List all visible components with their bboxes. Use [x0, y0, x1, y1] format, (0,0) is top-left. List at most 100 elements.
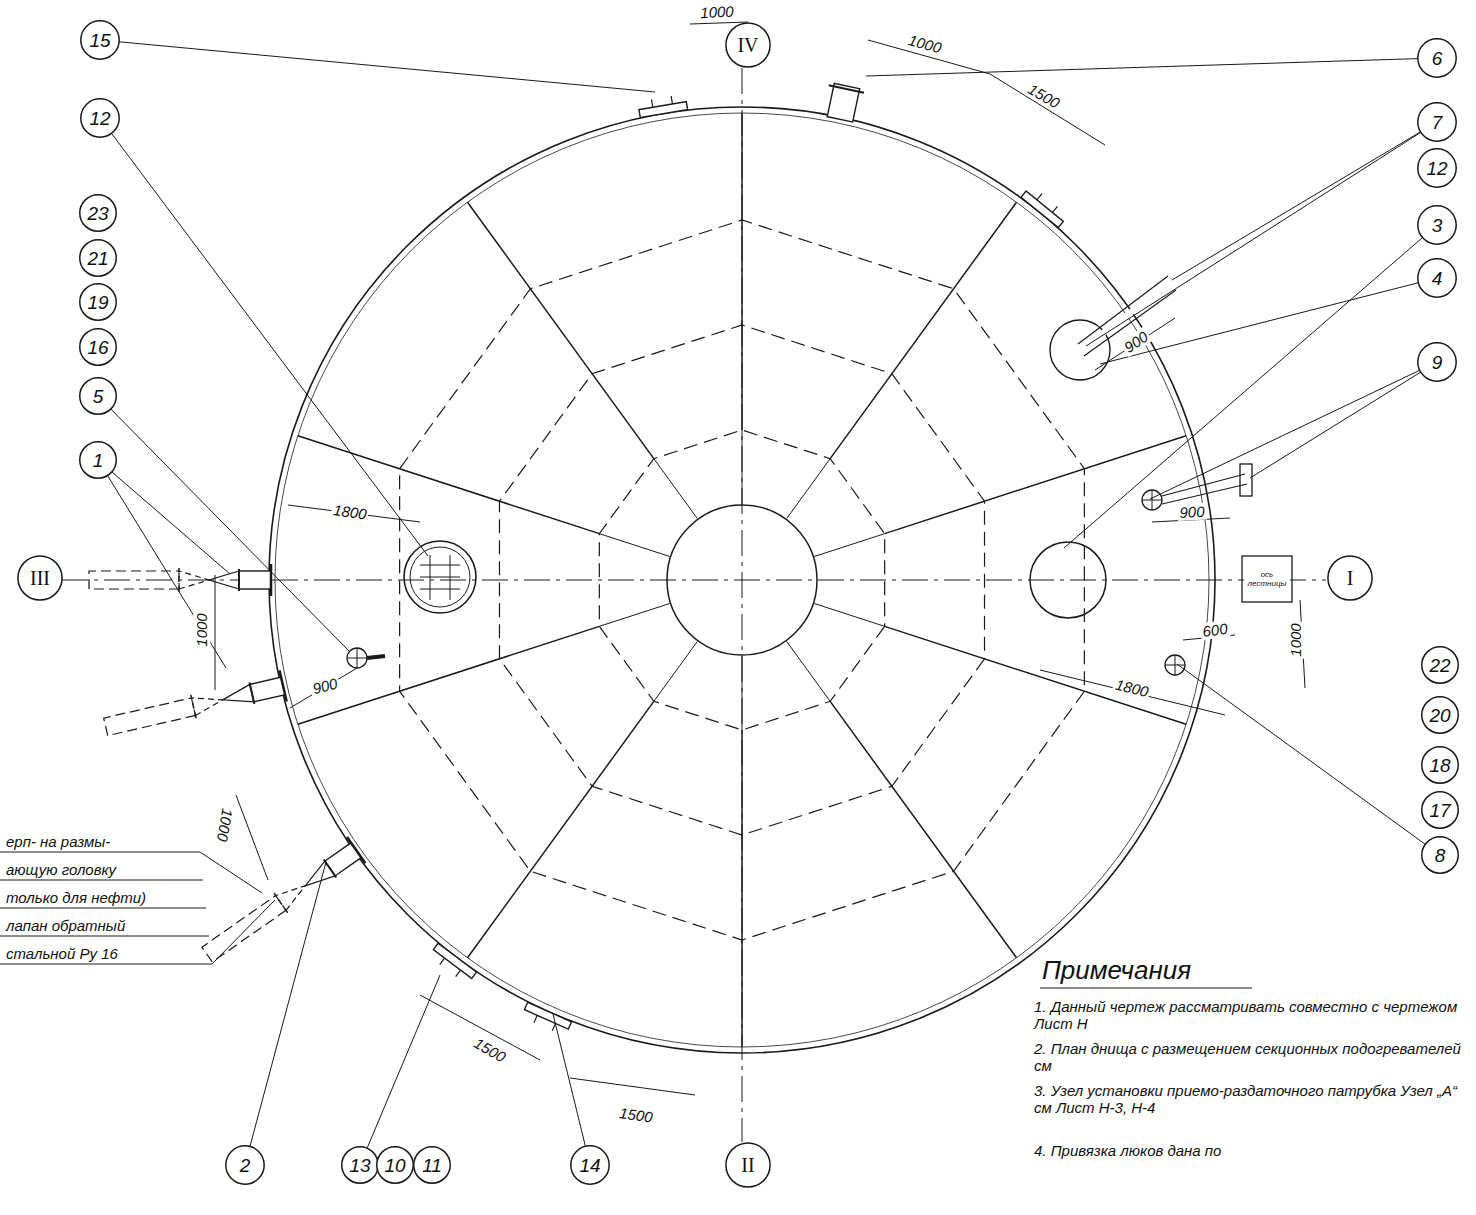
radial-seam	[298, 626, 599, 724]
callout-number: 11	[422, 1156, 442, 1175]
dimension-label: 900	[1119, 327, 1153, 358]
note-text: 1. Данный чертеж рассматривать совместно…	[1032, 998, 1474, 1033]
callout-number: 19	[87, 293, 108, 312]
note-text: 2. План днища с размещением секционных п…	[1032, 1040, 1474, 1075]
leader-line	[100, 40, 655, 92]
dimension-label: 900	[1177, 503, 1207, 522]
callout-number: 21	[87, 249, 108, 268]
manhole	[1030, 542, 1106, 618]
pipe-valve	[89, 564, 271, 596]
callout-bubble: 12	[1417, 148, 1457, 188]
callout-number: 22	[1429, 656, 1450, 675]
callout-bubble: 7	[1417, 102, 1457, 142]
dimension-line	[690, 22, 748, 24]
callout-bubble: 18	[1421, 746, 1459, 784]
callout-number: 4	[1432, 269, 1443, 288]
callout-bubble: 13	[341, 1146, 379, 1184]
callout-number: 17	[1429, 801, 1450, 820]
callout-bubble: 8	[1421, 836, 1459, 874]
leader-line	[1150, 362, 1437, 499]
dimension-line	[1040, 670, 1225, 715]
radial-seam	[599, 603, 669, 626]
note-text: 3. Узел установки приемо-раздаточного па…	[1032, 1082, 1474, 1117]
callout-number: 20	[1429, 706, 1450, 725]
radial-seam	[654, 459, 697, 519]
dimension-label: 1500	[616, 1104, 655, 1126]
radial-seam	[742, 430, 743, 504]
callout-note: стальной Ру 16	[4, 945, 120, 962]
callout-note: лапан обратный	[4, 917, 127, 934]
tank-rim	[269, 107, 1215, 1053]
manhole	[410, 547, 470, 607]
radial-seam	[814, 534, 884, 557]
leader-line	[1177, 664, 1440, 855]
hatch-pad	[638, 94, 688, 118]
dimension-label: 1000	[193, 611, 210, 648]
callout-bubble: 23	[79, 194, 117, 232]
notes-heading: Примечания	[1040, 956, 1193, 986]
callout-bubble: IV	[725, 22, 771, 68]
callout-bubble: 16	[79, 328, 117, 366]
dimension-line	[990, 74, 1105, 145]
radial-seam	[742, 656, 743, 730]
leader-line	[245, 862, 326, 1165]
dimension-label: 600	[1199, 619, 1230, 640]
fitting	[347, 648, 367, 668]
callout-number: 18	[1429, 756, 1450, 775]
leader-line	[1086, 122, 1437, 346]
callout-bubble: 6	[1417, 38, 1457, 78]
callout-number: 5	[93, 387, 104, 406]
hatch-pad	[429, 943, 477, 985]
dimension-line	[236, 795, 268, 880]
dimension-label: 1800	[1112, 675, 1152, 701]
note-underline	[0, 964, 212, 965]
pipe-valve	[102, 670, 287, 742]
note-text: 4. Привязка люков дана по	[1032, 1142, 1474, 1159]
tank-rim-inner	[275, 113, 1209, 1047]
leader-line	[1064, 225, 1437, 548]
radial-seam	[787, 641, 830, 701]
callout-note: ерп- на размы-	[4, 833, 112, 850]
radial-seam	[814, 603, 884, 626]
hatch-pad	[521, 1002, 571, 1036]
callout-bubble: II	[725, 1142, 771, 1188]
leader-line	[360, 975, 440, 1165]
ladder	[1242, 556, 1292, 602]
callout-number: 10	[384, 1156, 405, 1175]
callout-number: I	[1347, 568, 1354, 588]
callout-number: 23	[87, 204, 108, 223]
callout-bubble: I	[1327, 555, 1373, 601]
callout-bubble: 19	[79, 283, 117, 321]
note-underline	[0, 852, 200, 853]
nozzle	[822, 82, 864, 123]
callout-number: 2	[240, 1156, 251, 1175]
callout-bubble: 14	[570, 1145, 610, 1185]
radial-seam	[599, 534, 669, 557]
note-underline	[0, 908, 206, 909]
callout-number: 1	[93, 451, 104, 470]
callout-number: 7	[1432, 113, 1443, 132]
leader-line	[98, 396, 350, 652]
callout-bubble: 17	[1421, 791, 1459, 829]
dimension-label: 900	[309, 674, 341, 698]
ladder-axis-label: ось лестницы	[1244, 570, 1290, 588]
callout-number: 8	[1435, 846, 1446, 865]
leader-line	[98, 460, 226, 668]
callout-number: 3	[1432, 216, 1443, 235]
axis-line	[742, 68, 743, 1142]
leader-line	[98, 460, 230, 574]
callout-note: ающую головку	[4, 861, 118, 878]
callout-bubble: 21	[79, 239, 117, 277]
callout-bubble: 5	[79, 377, 117, 415]
dimension-line	[570, 1078, 695, 1095]
dimension-label: 1000	[698, 2, 736, 21]
callout-number: 9	[1432, 353, 1443, 372]
fitting	[1142, 490, 1162, 510]
leader-line	[100, 118, 428, 556]
radial-seam	[741, 113, 743, 430]
leader-line	[1250, 362, 1437, 478]
callout-bubble: 3	[1417, 205, 1457, 245]
leader-line	[553, 1014, 590, 1165]
